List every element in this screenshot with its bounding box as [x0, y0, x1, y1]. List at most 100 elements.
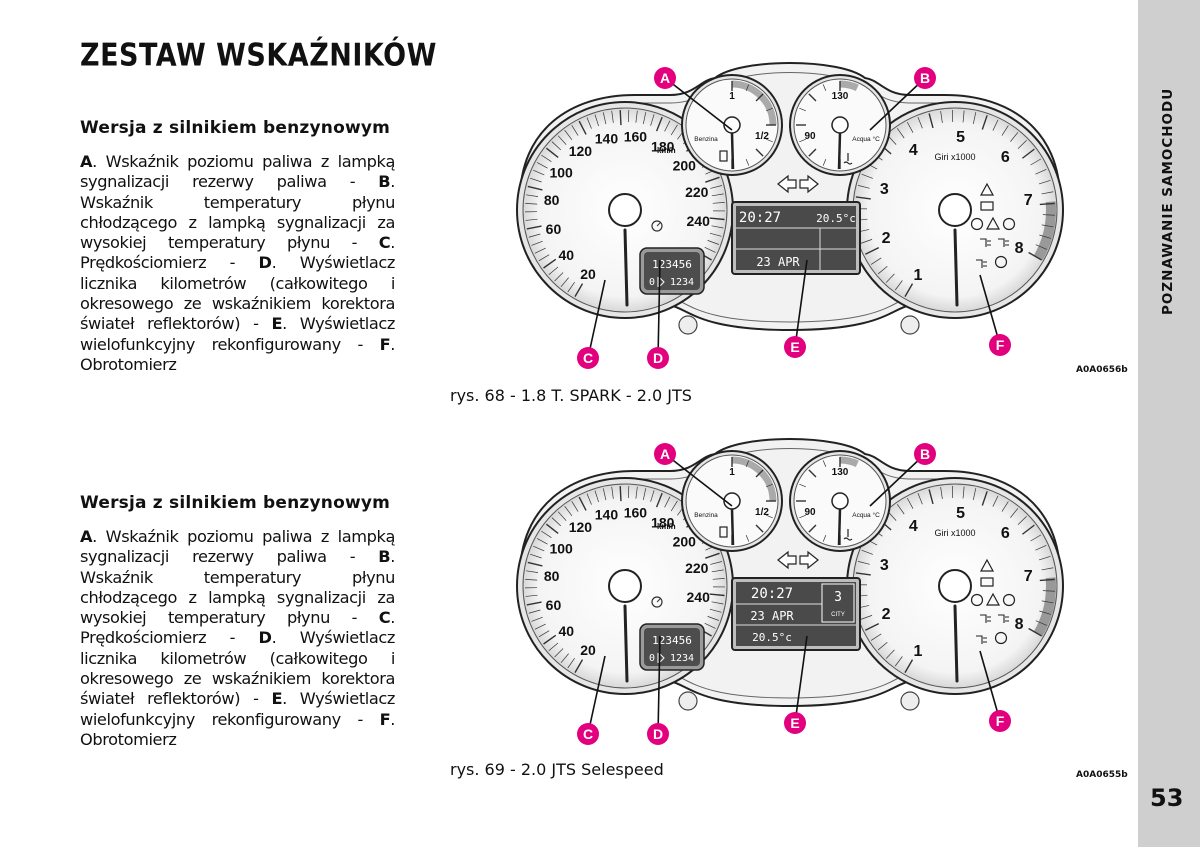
dial-tick	[745, 535, 750, 542]
dial-tick	[527, 185, 543, 191]
speed-tick-label: 20	[580, 642, 596, 658]
needle-hub	[723, 492, 741, 510]
dial-tick	[1010, 508, 1019, 518]
dial-tick	[992, 495, 999, 507]
dial-tick	[557, 135, 567, 145]
dial-tick	[1017, 139, 1027, 149]
dial-tick	[766, 483, 773, 488]
dial-tick	[642, 112, 647, 124]
speed-tick-label: 60	[546, 221, 562, 237]
speed-tick-label: 60	[546, 597, 562, 613]
needle-hub	[608, 193, 642, 227]
brake-icon	[1002, 593, 1016, 607]
callout-c: C	[577, 347, 599, 369]
dial-tick	[896, 128, 905, 139]
callout-f: F	[989, 710, 1011, 732]
abs-icon	[970, 593, 984, 607]
callout-a: A	[654, 67, 676, 89]
dial-tick	[611, 110, 614, 123]
dial-tick	[705, 176, 720, 183]
side-band	[1138, 0, 1200, 847]
temp-tick-high: 130	[832, 91, 849, 102]
rpm-needle	[953, 604, 959, 683]
dial-tick	[755, 93, 764, 102]
fog-lamp-icon	[980, 238, 991, 247]
dial-tick	[541, 154, 552, 163]
callout-leader	[664, 77, 733, 131]
dial-tick	[904, 659, 914, 673]
figure-caption: rys. 68 - 1.8 T. SPARK - 2.0 JTS	[450, 386, 692, 405]
callout-d: D	[647, 347, 669, 369]
display-temp-row: 20.5°c	[752, 631, 792, 644]
dial-tick	[531, 240, 543, 246]
callout-e: E	[784, 336, 806, 358]
dial-tick	[709, 232, 722, 237]
needle-hub	[831, 116, 849, 134]
callout-leader	[869, 77, 926, 131]
dial-tick	[594, 114, 599, 127]
dial-tick	[1035, 169, 1047, 175]
dial-tick	[709, 217, 725, 221]
dial-tick	[1001, 501, 1009, 512]
mount-bolt	[678, 315, 698, 335]
dial-tick	[536, 162, 548, 169]
dial-tick	[712, 202, 725, 204]
callout-leader	[794, 259, 808, 348]
rpm-tick-label: 5	[956, 129, 965, 146]
callout-b: B	[914, 67, 936, 89]
seat-occupant-icon	[994, 255, 1008, 269]
seatbelt-icon	[979, 558, 995, 572]
dial-tick	[554, 648, 564, 658]
dial-tick	[1028, 627, 1042, 637]
redline-zone	[1033, 201, 1056, 261]
dial-tick	[745, 460, 750, 467]
dial-tick	[525, 218, 538, 221]
dial-tick	[538, 254, 550, 262]
dial-tick	[904, 283, 914, 297]
dial-tick	[1035, 545, 1047, 551]
speed-needle	[623, 604, 629, 683]
dial-tick	[534, 623, 546, 630]
dial-tick	[545, 147, 559, 159]
svg-text:B: B	[920, 70, 930, 86]
temp-tick-mid: 90	[804, 507, 816, 518]
fuel-tick-half: 1/2	[755, 507, 769, 518]
rpm-tick-label: 8	[1015, 616, 1024, 633]
dial-tick	[545, 523, 559, 535]
section-heading: Wersja z silnikiem benzynowym	[80, 493, 391, 513]
dial-tick	[1010, 132, 1019, 142]
dial-tick	[799, 514, 806, 519]
low-beam-icon	[998, 614, 1009, 623]
dial-tick	[865, 246, 880, 255]
hazard-icon	[985, 592, 1001, 606]
dial-tick	[981, 115, 988, 130]
dial-tick	[655, 492, 663, 508]
dial-tick	[554, 272, 564, 282]
svg-text:D: D	[653, 726, 663, 742]
dial-tick	[670, 500, 678, 512]
speed-tick-label: 120	[569, 143, 593, 159]
callout-leader	[869, 453, 926, 507]
dial-tick	[548, 642, 559, 652]
dial-tick	[664, 496, 671, 508]
display-mode: CITY	[831, 612, 845, 618]
dial-tick	[560, 277, 569, 288]
dial-tick	[541, 530, 552, 539]
needle-hub	[938, 193, 972, 227]
dial-tick	[855, 572, 871, 576]
dial-tick	[709, 608, 722, 613]
rpm-tick-label: 7	[1024, 568, 1033, 585]
dial-tick	[885, 273, 895, 283]
dial-tick	[567, 657, 575, 669]
dial-tick	[808, 93, 817, 102]
fog-lamp-icon	[980, 614, 991, 623]
turn-left-icon	[777, 174, 797, 194]
dial-tick	[619, 110, 622, 126]
dial-tick	[586, 493, 592, 505]
dial-tick	[1039, 234, 1051, 239]
speed-tick-label: 200	[673, 158, 697, 174]
